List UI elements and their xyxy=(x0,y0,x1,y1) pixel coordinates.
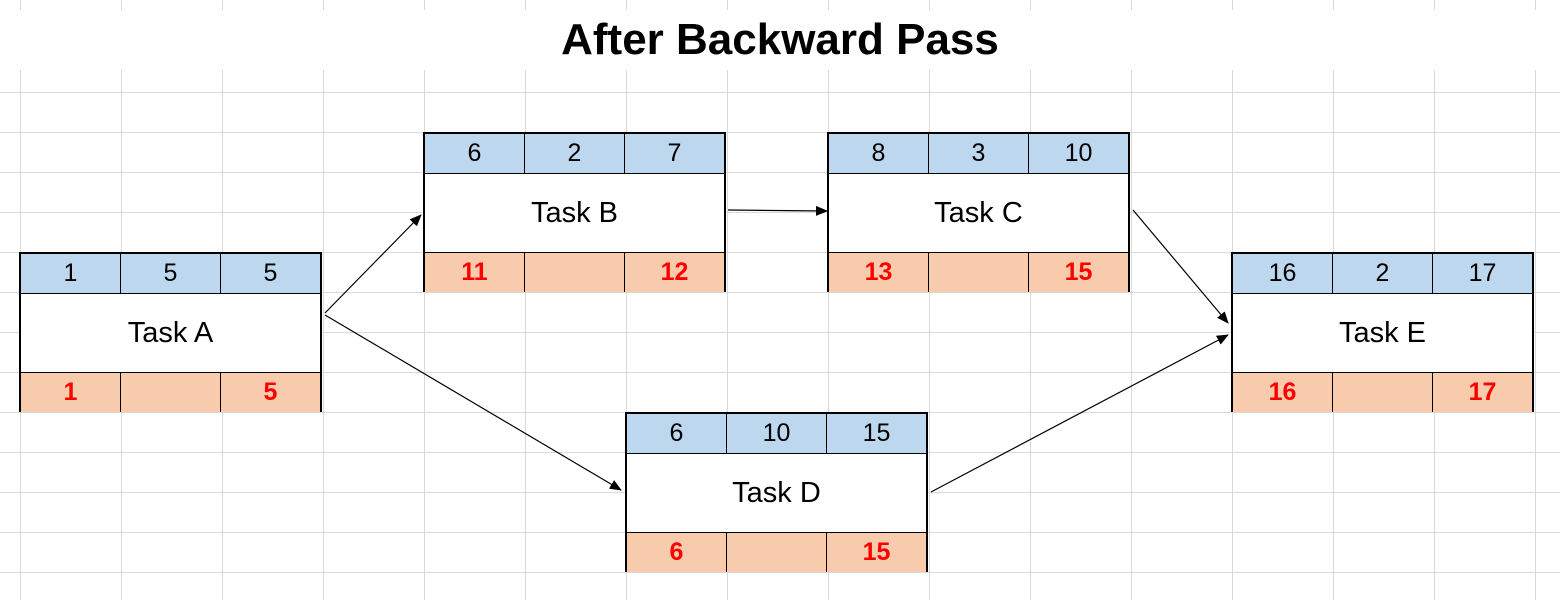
task-d-late-start: 6 xyxy=(669,538,684,566)
task-d-label: Task D xyxy=(627,454,926,532)
task-e-late-finish: 17 xyxy=(1432,373,1532,412)
task-e-early-start: 16 xyxy=(1268,259,1297,287)
task-a-early-start: 1 xyxy=(63,259,78,287)
task-d-slack-cell xyxy=(726,533,826,572)
task-b-late-start: 11 xyxy=(461,258,488,286)
task-a-label: Task A xyxy=(21,294,320,372)
task-c-label: Task C xyxy=(829,174,1128,252)
task-b-late-row: 11 12 xyxy=(425,252,724,292)
page-title: After Backward Pass xyxy=(0,10,1560,70)
task-d-early-start: 6 xyxy=(669,419,684,447)
task-c-early-finish: 10 xyxy=(1028,134,1128,173)
task-d-duration: 10 xyxy=(726,414,826,453)
edge-a-d xyxy=(324,314,622,491)
edge-c-e xyxy=(1132,209,1229,324)
task-c-early-row: 8 3 10 xyxy=(829,134,1128,174)
task-e-label: Task E xyxy=(1233,294,1532,372)
task-b-late-finish: 12 xyxy=(624,253,724,292)
task-b-node: 6 2 7 Task B 11 12 xyxy=(423,132,726,292)
task-a-slack-cell xyxy=(120,373,220,412)
task-c-late-row: 13 15 xyxy=(829,252,1128,292)
task-c-node: 8 3 10 Task C 13 15 xyxy=(827,132,1130,292)
task-e-duration: 2 xyxy=(1332,254,1432,293)
task-c-slack-cell xyxy=(928,253,1028,292)
task-a-late-finish: 5 xyxy=(220,373,320,412)
task-b-slack-cell xyxy=(524,253,624,292)
edge-a-b xyxy=(324,214,422,314)
task-a-node: 1 5 5 Task A 1 5 xyxy=(19,252,322,412)
task-e-early-finish: 17 xyxy=(1432,254,1532,293)
task-d-early-row: 6 10 15 xyxy=(627,414,926,454)
task-c-late-start: 13 xyxy=(864,258,893,286)
task-b-early-start: 6 xyxy=(467,139,482,167)
task-e-late-row: 16 17 xyxy=(1233,372,1532,412)
task-e-slack-cell xyxy=(1332,373,1432,412)
task-e-late-start: 16 xyxy=(1268,378,1297,406)
task-c-early-start: 8 xyxy=(871,139,886,167)
task-c-late-finish: 15 xyxy=(1028,253,1128,292)
task-c-duration: 3 xyxy=(928,134,1028,173)
task-a-early-row: 1 5 5 xyxy=(21,254,320,294)
task-b-early-row: 6 2 7 xyxy=(425,134,724,174)
task-d-node: 6 10 15 Task D 6 15 xyxy=(625,412,928,572)
task-a-early-finish: 5 xyxy=(220,254,320,293)
task-a-duration: 5 xyxy=(120,254,220,293)
task-a-late-row: 1 5 xyxy=(21,372,320,412)
task-d-late-row: 6 15 xyxy=(627,532,926,572)
task-b-early-finish: 7 xyxy=(624,134,724,173)
task-d-late-finish: 15 xyxy=(826,533,926,572)
task-d-early-finish: 15 xyxy=(826,414,926,453)
task-a-late-start: 1 xyxy=(63,378,78,406)
task-b-duration: 2 xyxy=(524,134,624,173)
edge-b-c xyxy=(727,205,828,216)
task-b-label: Task B xyxy=(425,174,724,252)
edge-d-e xyxy=(930,334,1229,493)
task-e-early-row: 16 2 17 xyxy=(1233,254,1532,294)
task-e-node: 16 2 17 Task E 16 17 xyxy=(1231,252,1534,412)
